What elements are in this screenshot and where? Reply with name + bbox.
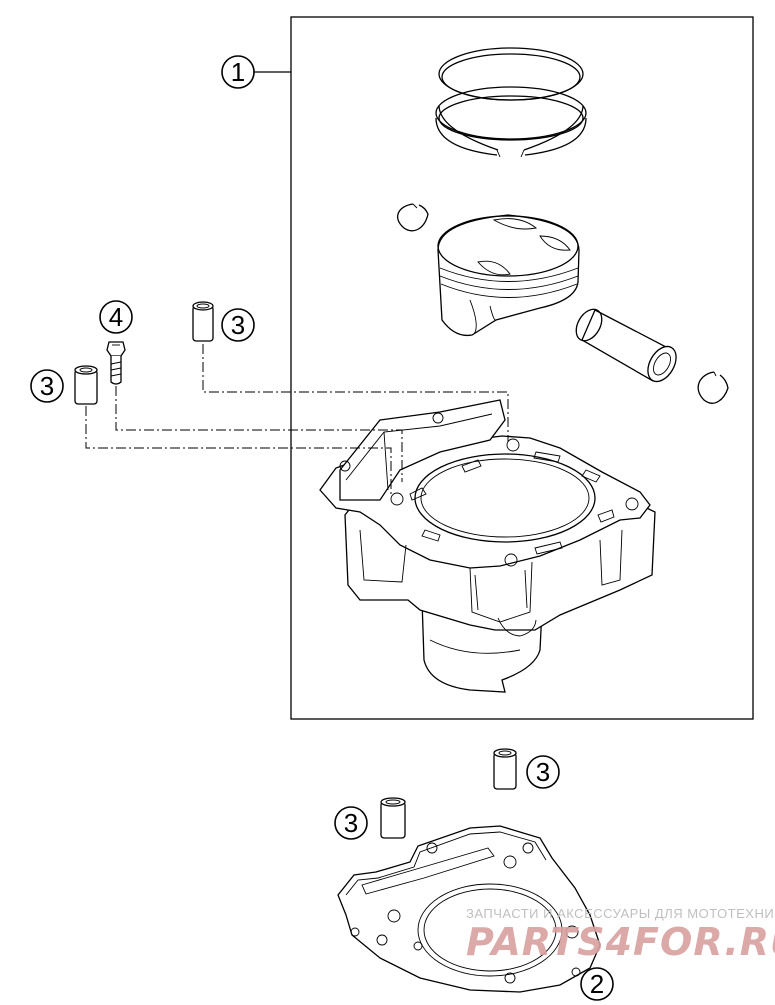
piston-pin-circlip-upper[interactable] — [396, 203, 429, 232]
callout-1-label: 1 — [231, 57, 245, 87]
callout-3-d[interactable]: 3 — [334, 806, 368, 840]
cylinder-base-gasket[interactable] — [337, 825, 601, 993]
piston-rings[interactable] — [435, 47, 587, 158]
cylinder-kit-frame — [290, 16, 754, 720]
callout-2[interactable]: 2 — [580, 967, 614, 1001]
callout-3-c-label: 3 — [536, 757, 550, 787]
watermark-tagline: ЗАПЧАСТИ И АКСЕССУАРЫ ДЛЯ МОТОТЕХНИКИ — [466, 906, 775, 921]
piston-pin[interactable] — [571, 305, 682, 387]
dowel-sleeve-d[interactable] — [380, 797, 406, 839]
watermark: ЗАПЧАСТИ И АКСЕССУАРЫ ДЛЯ МОТОТЕХНИКИ PA… — [466, 906, 775, 964]
callout-3-d-label: 3 — [344, 808, 358, 838]
callout-3-b[interactable]: 3 — [221, 308, 255, 342]
cylinder[interactable] — [319, 399, 656, 693]
piston[interactable] — [437, 214, 580, 337]
callout-3-c[interactable]: 3 — [526, 755, 560, 789]
callout-3-a[interactable]: 3 — [30, 369, 64, 403]
watermark-brand: PARTS4FOR.RU — [466, 920, 775, 964]
callout-3-b-label: 3 — [231, 310, 245, 340]
callout-4[interactable]: 4 — [99, 300, 133, 334]
piston-pin-circlip-lower[interactable] — [697, 371, 729, 404]
assembly-leader-lines — [85, 344, 509, 496]
callout-2-label: 2 — [590, 969, 604, 999]
dowel-sleeve-a[interactable] — [74, 365, 98, 405]
dowel-sleeve-b[interactable] — [192, 301, 214, 342]
cylinder-bolt[interactable] — [106, 341, 126, 385]
callout-4-label: 4 — [109, 302, 123, 332]
dowel-sleeve-c[interactable] — [493, 748, 517, 790]
callout-3-a-label: 3 — [40, 371, 54, 401]
callout-1[interactable]: 1 — [221, 55, 291, 89]
